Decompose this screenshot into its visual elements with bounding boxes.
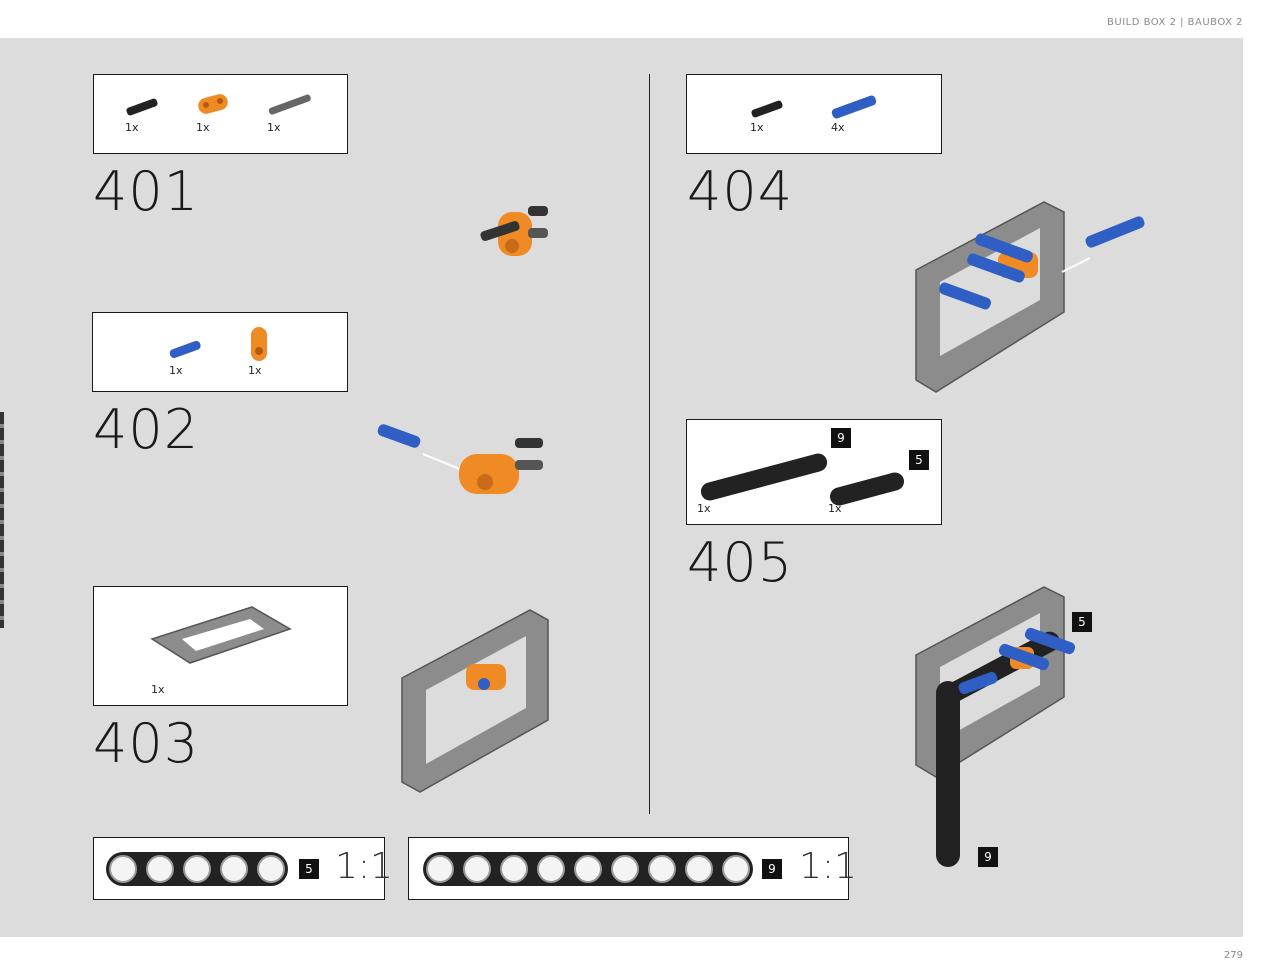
assembly-404-illustration: [915, 201, 1145, 393]
parts-box-404: 1x 4x: [686, 74, 942, 154]
beam-length-badge: 9: [831, 428, 851, 448]
step-number-402: 402: [93, 398, 200, 461]
gray-frame-icon: [150, 606, 292, 664]
step-number-401: 401: [93, 160, 200, 223]
gray-axle-pin-icon: [268, 94, 311, 115]
part-qty: 1x: [267, 121, 281, 134]
blue-pin-icon: [169, 340, 201, 359]
assembly-401-illustration: [480, 206, 548, 256]
part-qty: 1x: [750, 121, 764, 134]
parts-box-405: 9 5 1x 1x: [686, 419, 942, 525]
orange-angle-connector-icon: [251, 327, 267, 361]
step-number-405: 405: [687, 531, 794, 594]
assembly-405-illustration: [915, 586, 1076, 867]
part-qty: 1x: [248, 364, 262, 377]
part-qty: 1x: [196, 121, 210, 134]
parts-box-401: 1x 1x 1x: [93, 74, 348, 154]
beam-9-scale-icon: [423, 852, 753, 886]
parts-box-402: 1x 1x: [92, 312, 348, 392]
step-number-404: 404: [687, 160, 794, 223]
page-number: 279: [1223, 950, 1243, 961]
part-qty: 4x: [831, 121, 845, 134]
scale-label: 1:1: [799, 846, 857, 887]
beam-length-badge: 9: [978, 847, 998, 867]
black-beam-9-icon: [700, 453, 828, 501]
scale-reference-9: 9 1:1: [408, 837, 857, 900]
beam-5-scale-icon: [106, 852, 288, 886]
assembly-403-illustration: [401, 609, 549, 793]
black-axle-pin-icon: [751, 100, 783, 118]
black-beam-5-icon: [829, 472, 905, 506]
part-qty: 1x: [697, 502, 711, 515]
part-qty: 1x: [151, 683, 165, 696]
page-background: [0, 38, 1243, 937]
beam-length-badge: 5: [909, 450, 929, 470]
part-qty: 1x: [169, 364, 183, 377]
blue-long-pin-icon: [831, 95, 877, 119]
beam-length-badge: 9: [762, 859, 782, 879]
assembly-402-illustration: [377, 424, 543, 494]
column-divider: [649, 74, 650, 814]
part-qty: 1x: [125, 121, 139, 134]
parts-box-403: 1x: [93, 586, 348, 706]
page-edge-marker: [0, 412, 4, 628]
orange-connector-icon: [198, 94, 228, 114]
beam-length-badge: 5: [1072, 612, 1092, 632]
scale-reference-5: 5 1:1: [93, 837, 393, 900]
black-axle-pin-icon: [126, 98, 158, 116]
step-number-403: 403: [93, 712, 200, 775]
beam-length-badge: 5: [299, 859, 319, 879]
part-qty: 1x: [828, 502, 842, 515]
scale-label: 1:1: [335, 846, 393, 887]
header-title: BUILD BOX 2 | BAUBOX 2: [1107, 17, 1243, 28]
